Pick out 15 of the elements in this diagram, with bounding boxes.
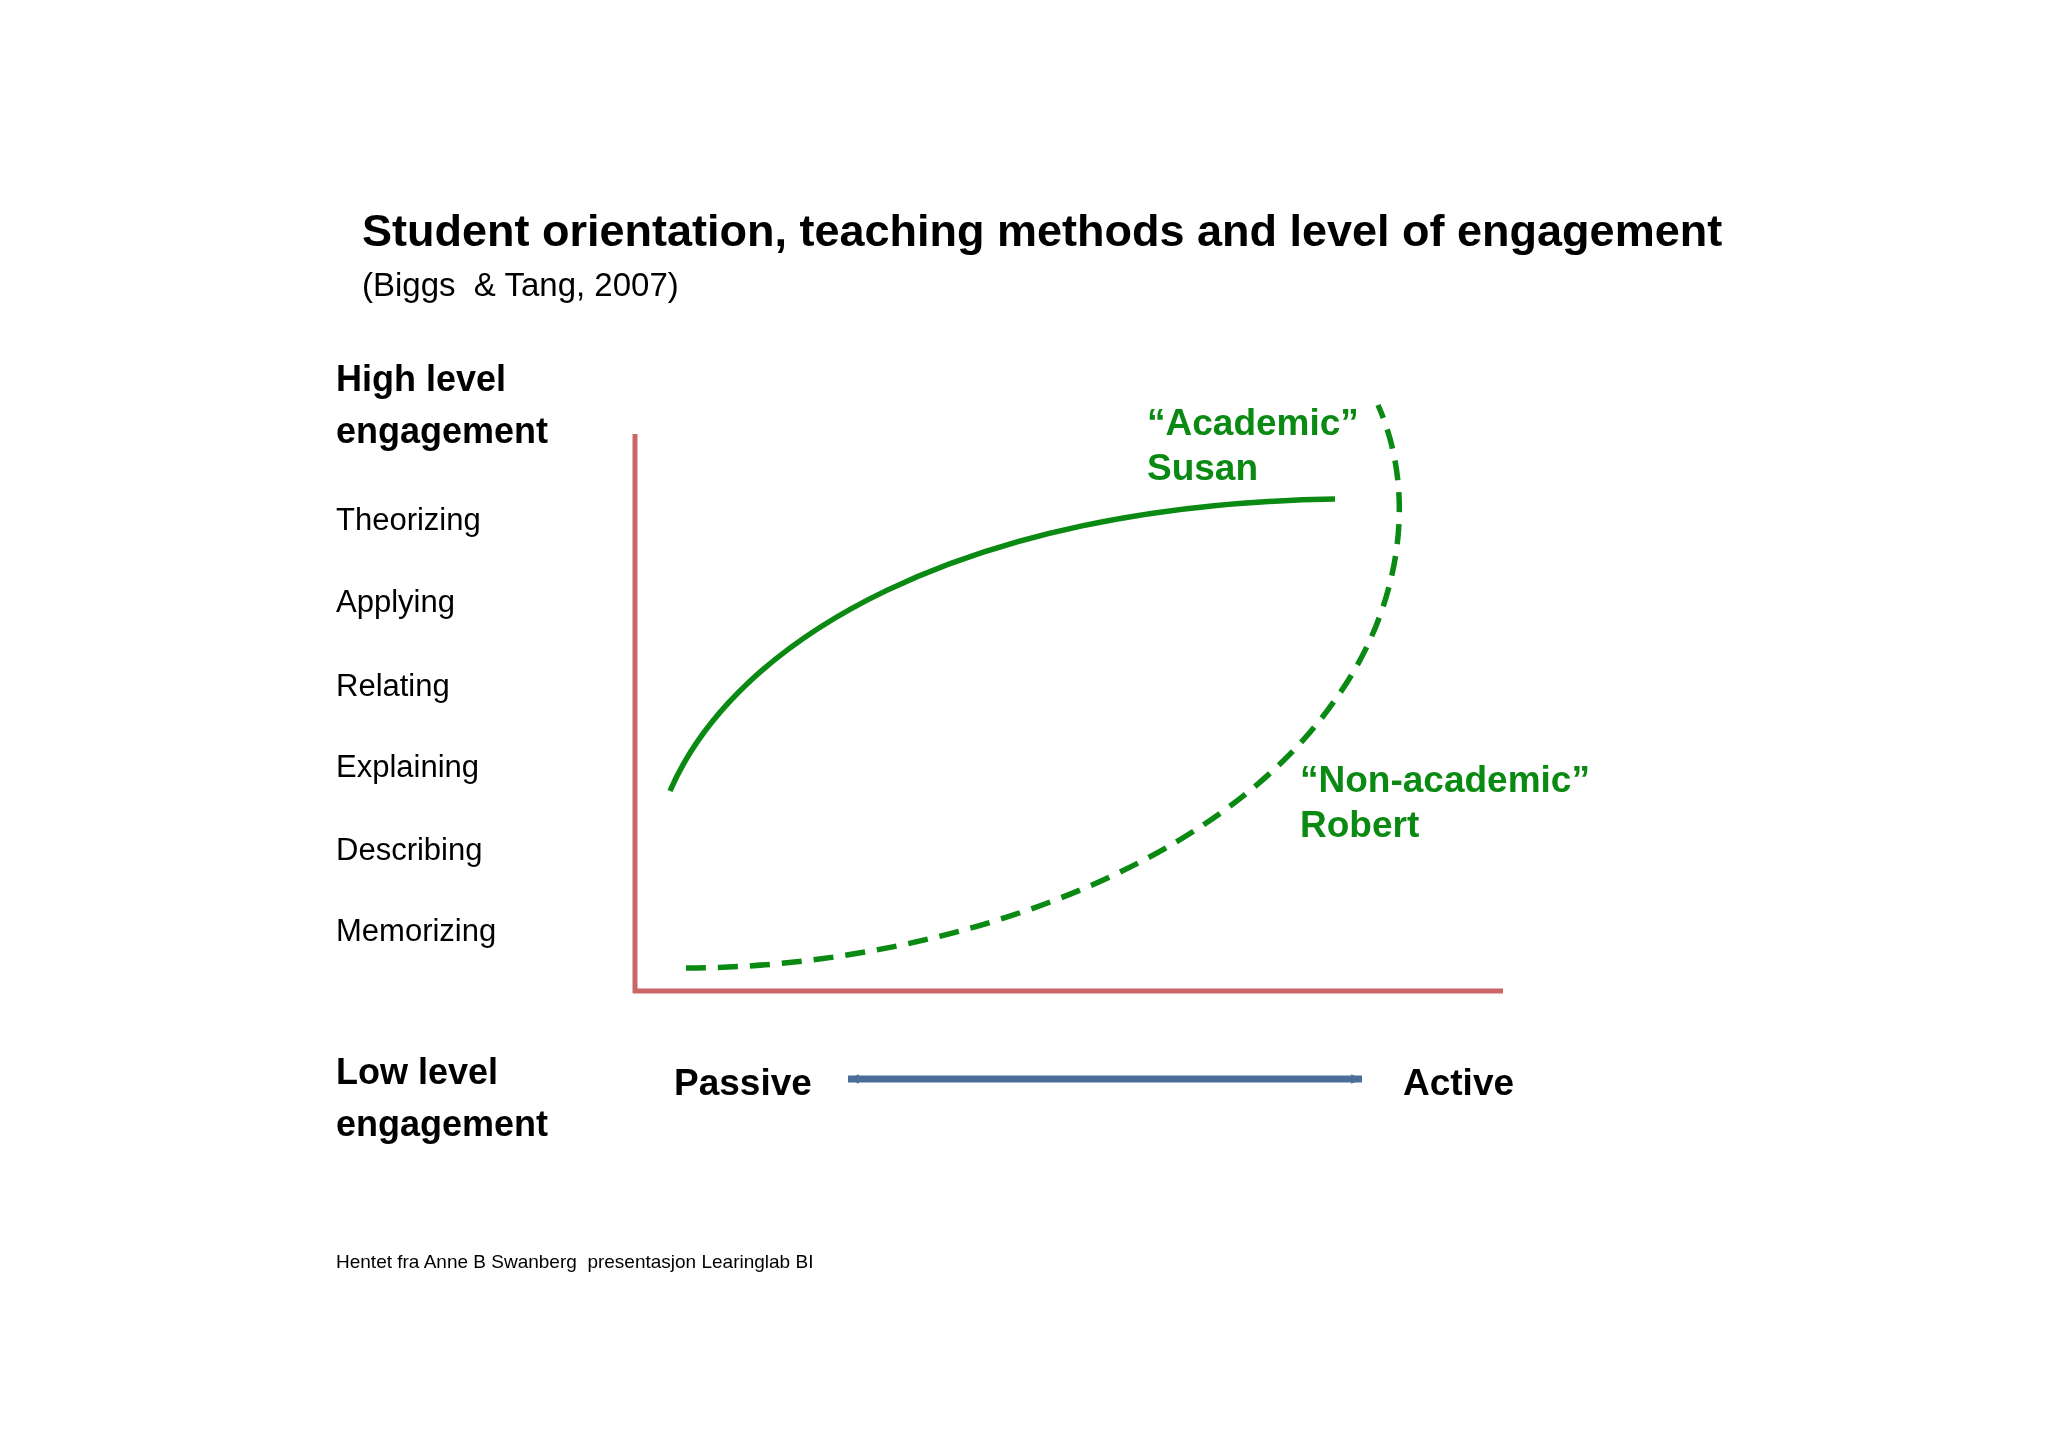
- curve-label: “Academic” Susan: [1147, 401, 1360, 490]
- scale-label: Passive: [636, 1061, 848, 1105]
- level-label: Relating: [336, 667, 450, 705]
- curve-label: “Non-academic” Robert: [1300, 758, 1591, 847]
- scale-label: Active: [1362, 1061, 1545, 1105]
- level-label: Theorizing: [336, 501, 481, 539]
- axis-heading: Low level engagement: [336, 1050, 550, 1146]
- level-label: Describing: [336, 831, 483, 869]
- source-note: Hentet fra Anne B Swanberg presentasjon Learinglab BI: [336, 1250, 814, 1274]
- citation: (Biggs & Tang, 2007): [362, 265, 679, 305]
- level-label: Applying: [336, 583, 455, 621]
- level-label: Explaining: [336, 748, 480, 786]
- level-label: Memorizing: [336, 912, 497, 950]
- title: Student orientation, teaching methods and level of engagement: [362, 204, 1723, 258]
- axis-heading: High level engagement: [336, 357, 550, 453]
